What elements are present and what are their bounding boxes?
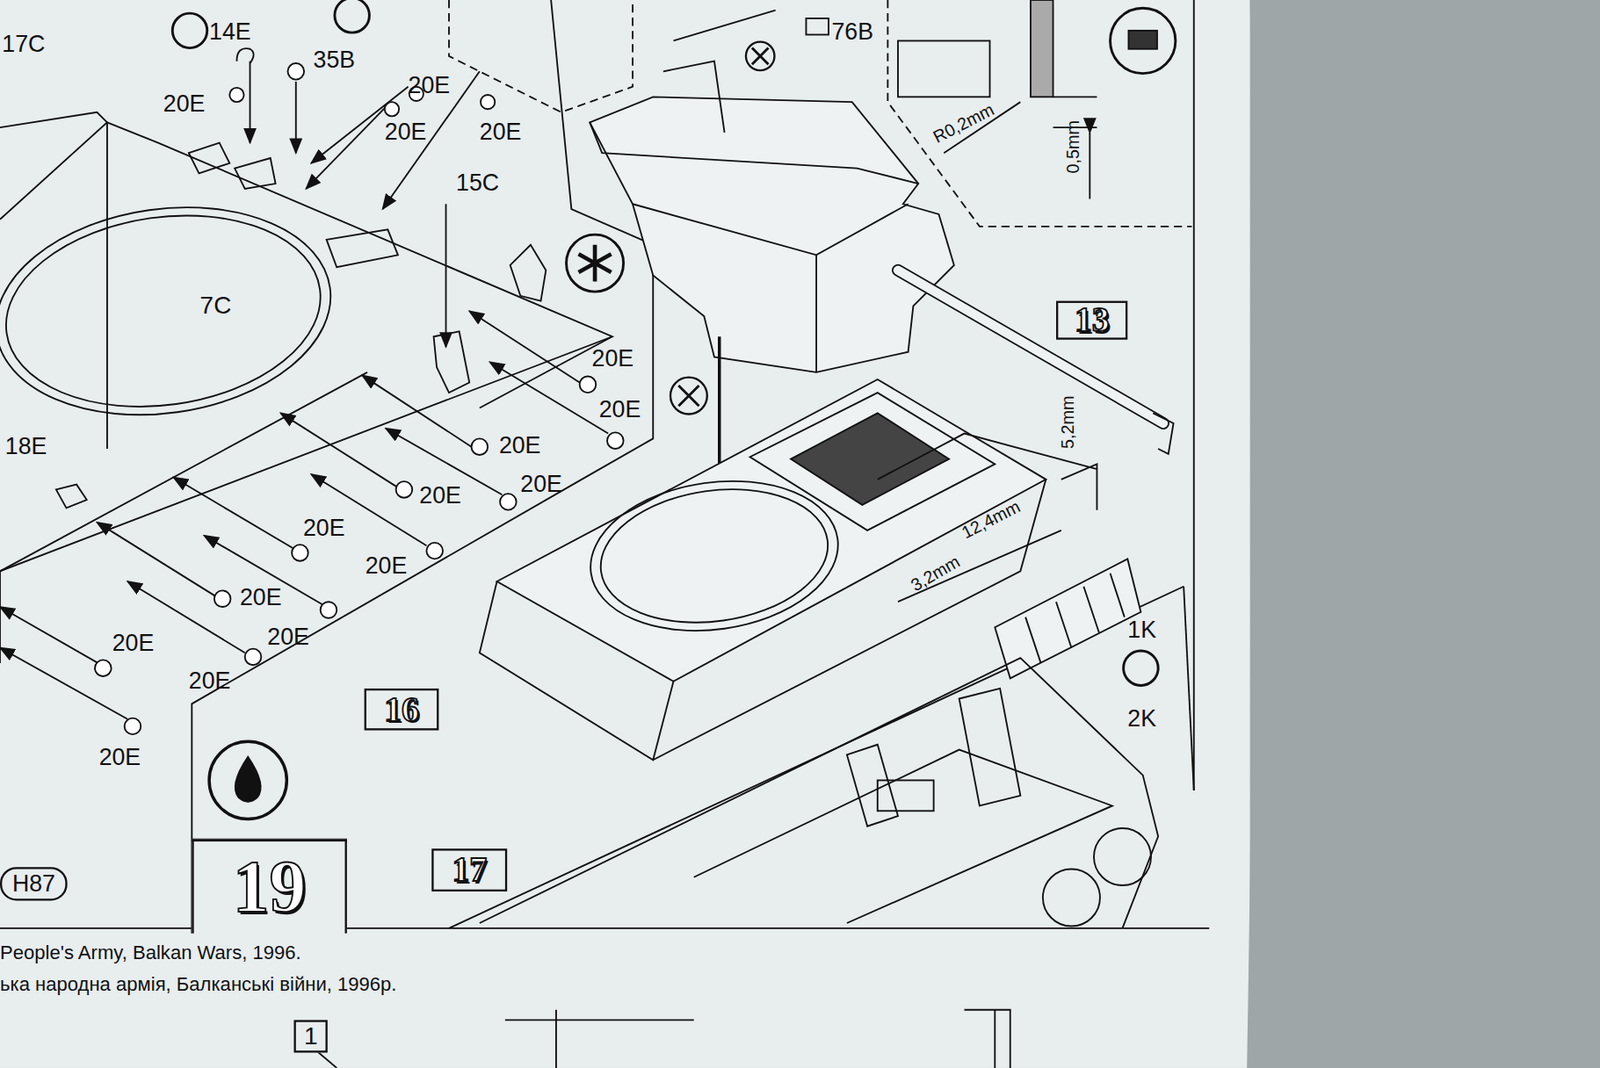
dimension: 5,2mm	[1058, 396, 1077, 449]
part-callout: 1K	[1127, 618, 1157, 643]
part-callout: 20E	[99, 745, 142, 770]
part-callout: 20E	[520, 472, 563, 497]
part-callout: 20E	[239, 586, 283, 610]
part-callout: 20E	[384, 120, 428, 145]
step-number-box: 16	[364, 688, 440, 732]
step-number-box: 19	[191, 839, 348, 934]
part-callout: 20E	[365, 554, 408, 579]
part-callout: 20E	[499, 434, 542, 458]
step-number-box: 13	[1056, 301, 1128, 341]
step-number-box: 17	[431, 848, 507, 892]
part-callout: 20E	[599, 398, 642, 422]
part-callout: 20E	[163, 92, 206, 116]
part-callout: 20E	[267, 625, 310, 650]
part-callout: 20E	[479, 120, 522, 145]
step-number: 13	[1074, 303, 1109, 338]
part-callout: 2K	[1127, 707, 1157, 732]
part-callout: 20E	[419, 483, 462, 507]
part-callout: 76B	[832, 20, 875, 44]
part-callout: ька народна армія, Балканські війни, 199…	[0, 974, 398, 994]
part-callout: 17C	[1, 32, 45, 57]
part-callout: 20E	[188, 669, 232, 694]
part-callout: 35B	[313, 48, 356, 73]
part-callout: 18E	[5, 434, 48, 459]
part-callout: 20E	[303, 516, 346, 541]
step-number: 19	[232, 851, 307, 926]
dimension: 0,5mm	[1064, 120, 1082, 174]
part-callout: People's Army, Balkan Wars, 1996.	[0, 942, 302, 963]
sub-step-number: 1	[293, 1020, 328, 1053]
part-callout: 14E	[209, 20, 252, 44]
part-callout: 7C	[200, 292, 232, 318]
part-callout: 20E	[408, 73, 451, 98]
step-number: 16	[383, 692, 419, 727]
part-callout: 20E	[112, 631, 155, 656]
step-number: 17	[451, 853, 486, 888]
part-callout: 15C	[456, 171, 500, 196]
part-callout: 20E	[592, 347, 635, 371]
kit-code: H87	[0, 867, 68, 901]
